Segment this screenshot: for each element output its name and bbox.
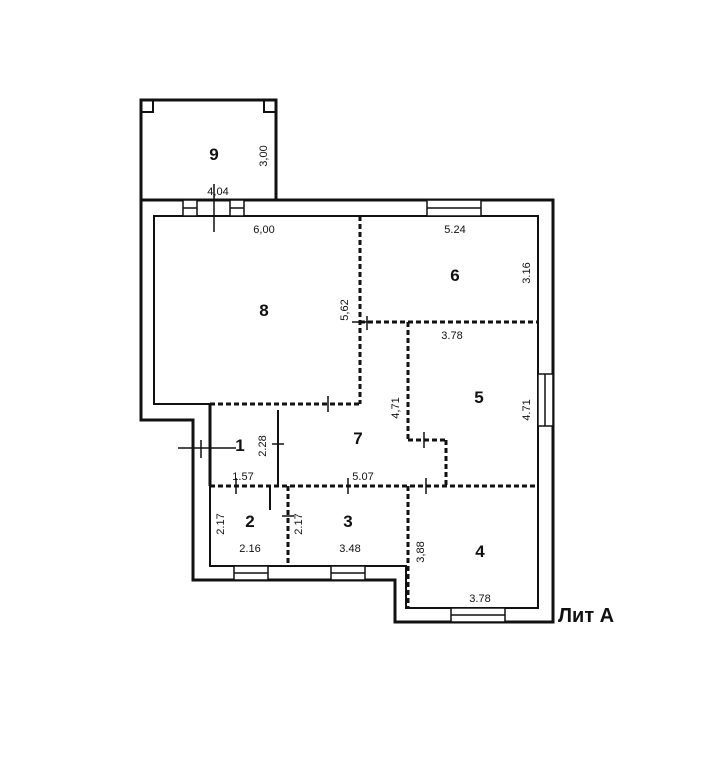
room-number-8: 8 (259, 301, 268, 320)
dim-r6-width: 5.24 (444, 224, 465, 236)
dim-r6-height: 3.16 (521, 262, 533, 283)
windows (182, 199, 554, 623)
dimension-ticks (178, 184, 427, 517)
dim-r5-height: 4.71 (521, 399, 533, 420)
dim-r5-width: 3.78 (441, 330, 462, 342)
room-number-6: 6 (450, 266, 459, 285)
room-number-1: 1 (235, 436, 244, 455)
dim-r9-width: 4,04 (207, 186, 228, 198)
plan-label: Лит А (558, 605, 614, 627)
room-9-outline (139, 98, 278, 200)
dim-r3-height: 2.17 (293, 513, 305, 534)
dim-r2-height: 2.17 (215, 513, 227, 534)
interior-walls (208, 404, 279, 510)
room-number-4: 4 (475, 542, 485, 561)
dim-r3-width: 3.48 (339, 543, 360, 555)
room-number-7: 7 (353, 429, 362, 448)
dim-r7-width: 5.07 (352, 471, 373, 483)
room-number-9: 9 (209, 145, 218, 164)
room-number-3: 3 (343, 512, 352, 531)
dim-r9-height: 3,00 (258, 145, 270, 166)
outer-wall (139, 198, 555, 624)
room-number-5: 5 (474, 388, 483, 407)
dim-r4-width: 3.78 (469, 593, 490, 605)
dim-r8-width: 6,00 (253, 224, 274, 236)
room-number-2: 2 (245, 512, 254, 531)
dim-r8-height: 5,62 (339, 299, 351, 320)
partitions (210, 216, 538, 608)
dim-r2-width: 2.16 (239, 543, 260, 555)
dim-r4-height: 3,88 (415, 541, 427, 562)
dim-r1-height: 2.28 (257, 435, 269, 456)
dim-r1-width: 1.57 (232, 471, 253, 483)
dim-r7-height: 4,71 (390, 397, 402, 418)
inner-wall (153, 215, 539, 609)
